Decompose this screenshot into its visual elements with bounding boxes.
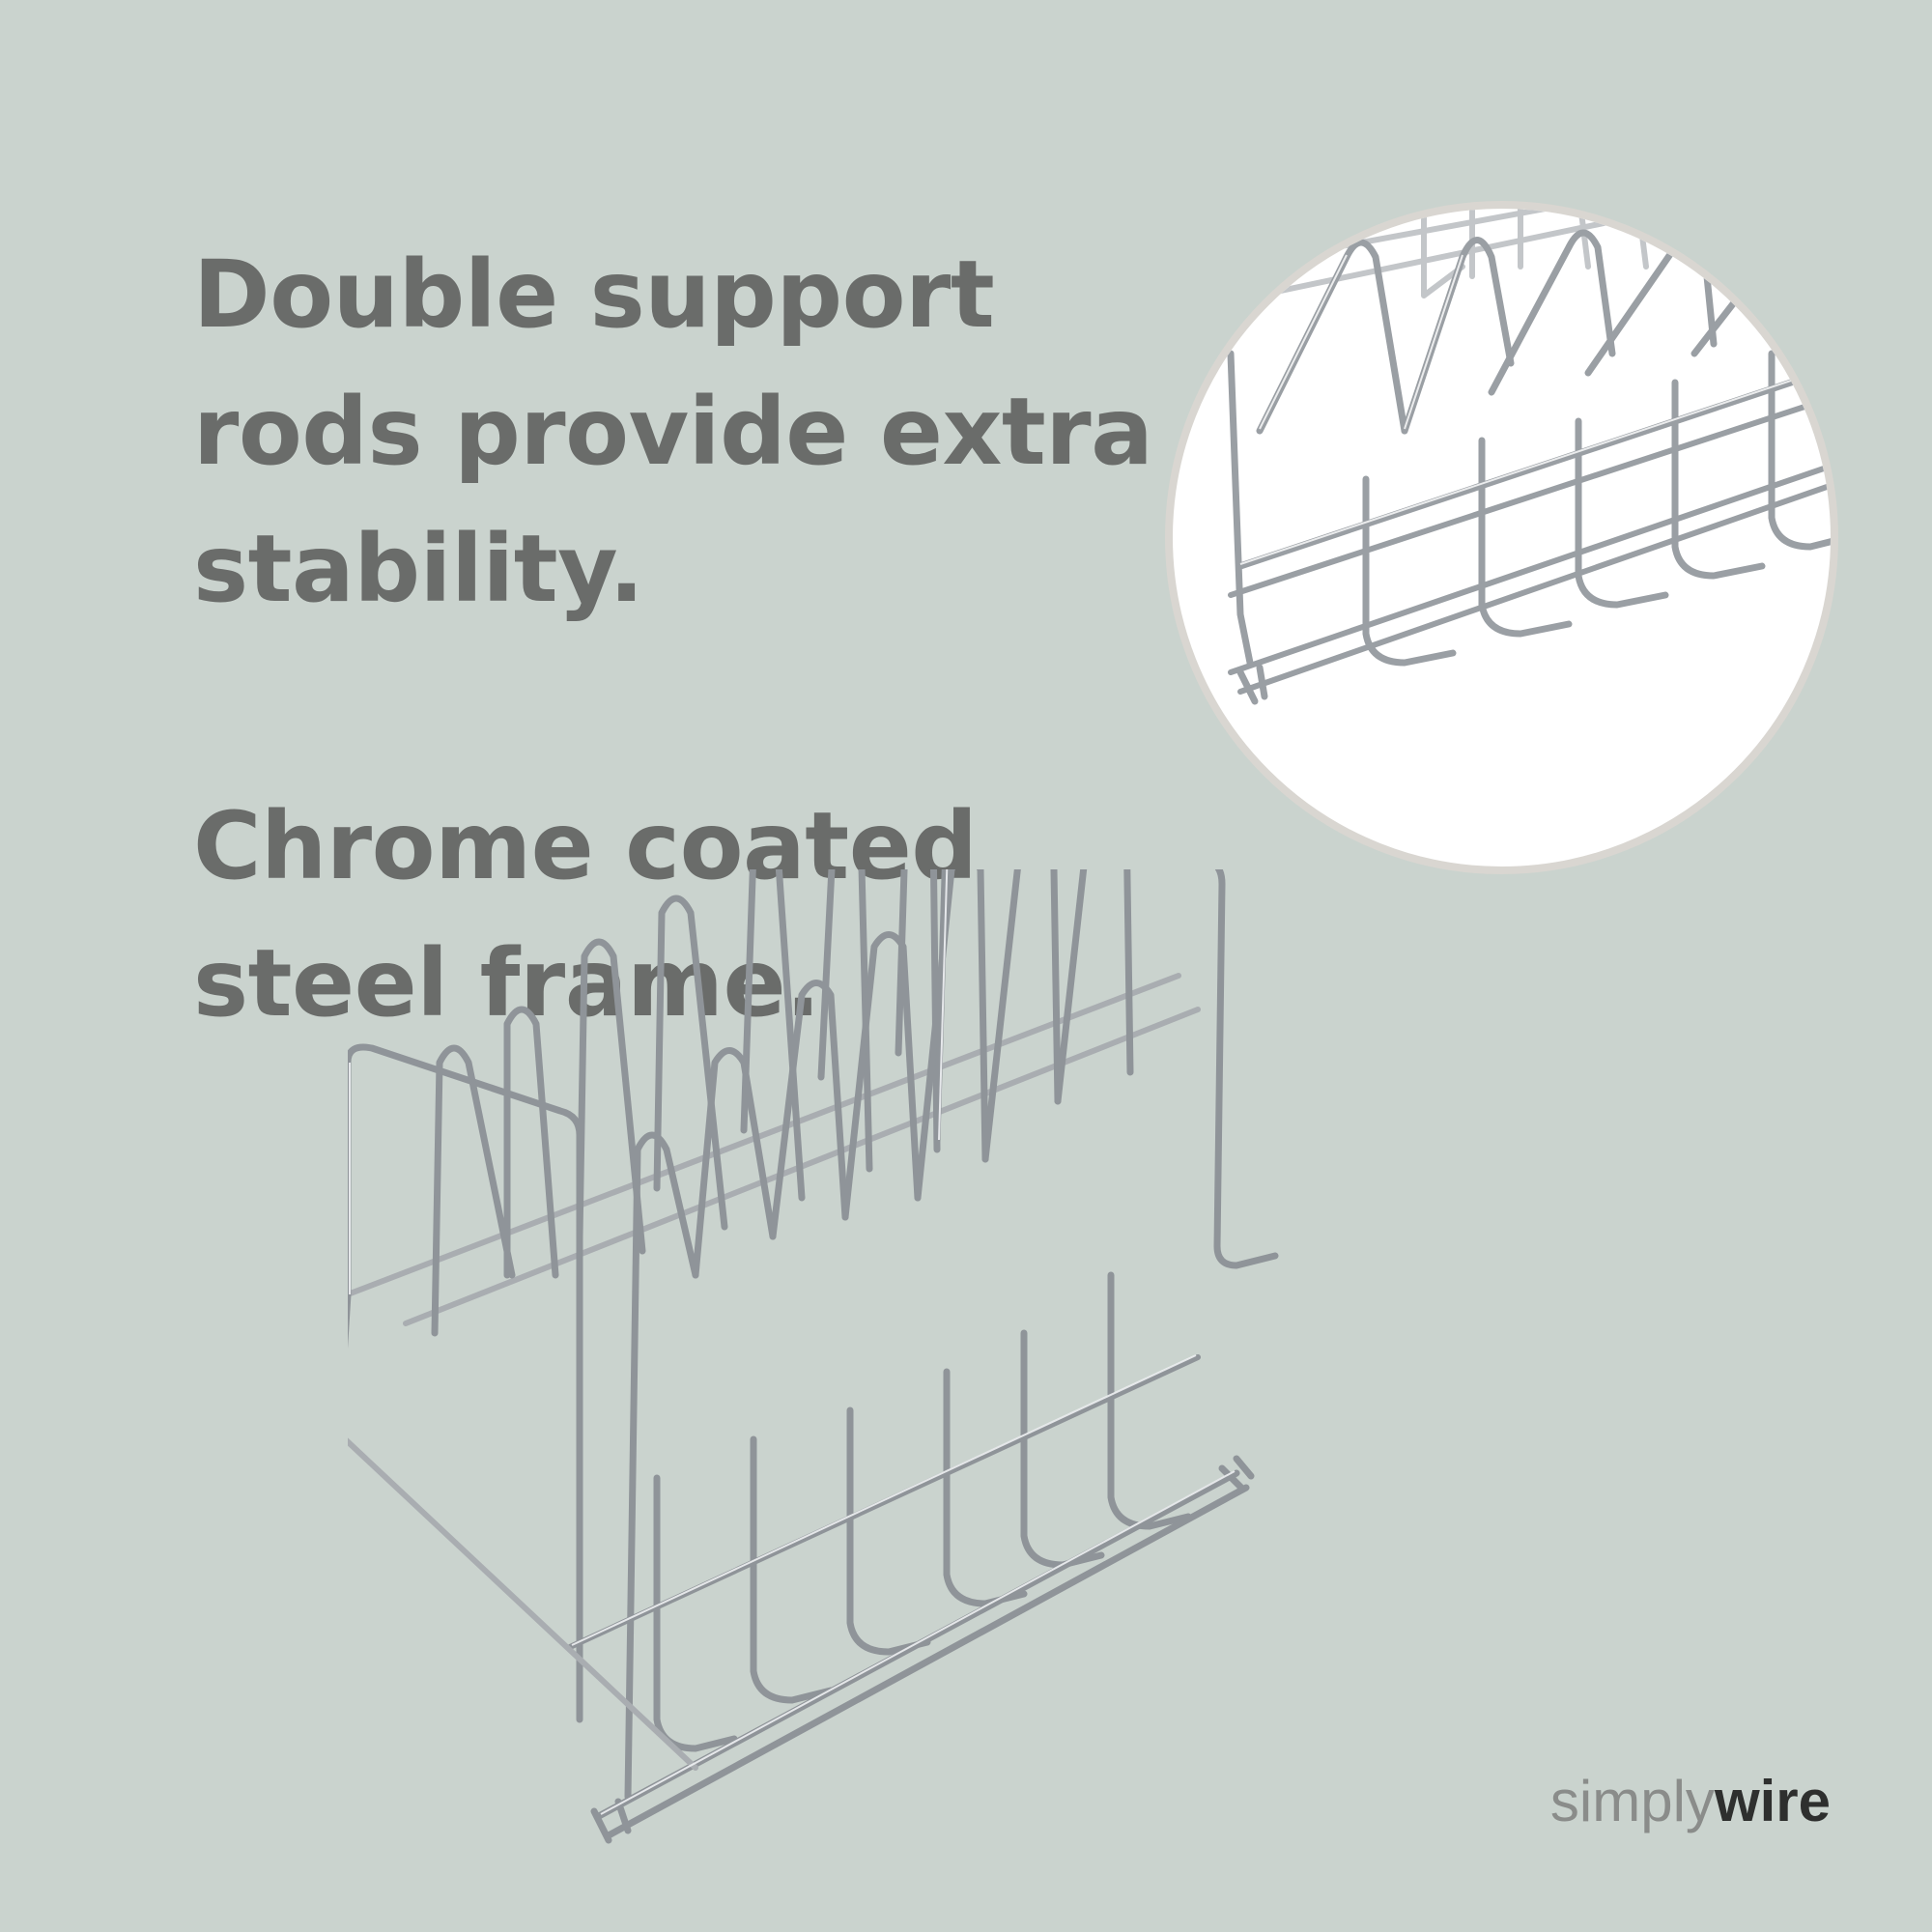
brand-logo-bold: wire xyxy=(1714,1769,1831,1833)
headline-line: rods provide extra xyxy=(193,378,1153,486)
detail-zoom-circle xyxy=(1165,201,1838,874)
dish-rack-image xyxy=(348,869,1279,1844)
brand-logo-light: simply xyxy=(1549,1769,1715,1833)
headline-chrome-coated: Chrome coated steel frame. xyxy=(193,778,1159,1052)
brand-logo: simplywire xyxy=(1550,1768,1831,1835)
headline-line: stability. xyxy=(193,515,644,623)
headline-double-support: Double support rods provide extra stabil… xyxy=(193,226,1159,638)
headline-line: Double support xyxy=(193,241,995,349)
rack-detail-image xyxy=(1208,209,1831,705)
headline-line: Chrome coated xyxy=(193,792,978,900)
